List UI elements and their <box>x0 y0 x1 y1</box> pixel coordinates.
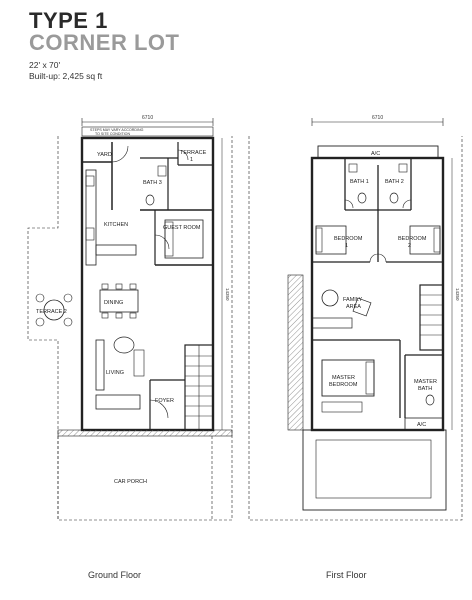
ff-label-bedroom1-num: 1 <box>345 243 348 249</box>
ff-label-bath2: BATH 2 <box>385 179 404 185</box>
gf-label-kitchen: KITCHEN <box>104 222 128 228</box>
type-title: TYPE 1 <box>29 8 108 33</box>
specs-block: 22' x 70' Built-up: 2,425 sq ft <box>29 60 102 82</box>
gf-label-yard: YARD <box>97 152 112 158</box>
ground-floor-label: Ground Floor <box>88 570 142 580</box>
gf-label-living: LIVING <box>106 370 124 376</box>
ff-label-bedroom1: BEDROOM <box>334 236 363 242</box>
built-up-area: Built-up: 2,425 sq ft <box>29 71 103 81</box>
gf-label-car-porch: CAR PORCH <box>114 479 147 485</box>
ff-label-master-bath: MASTER <box>414 379 437 385</box>
gf-label-terrace2: TERRACE 2 <box>36 309 67 315</box>
ff-label-ac-top: A/C <box>371 151 380 157</box>
ff-label-bath1: BATH 1 <box>350 179 369 185</box>
gf-depth-dimension: 14350 <box>225 288 230 301</box>
gf-label-foyer: FOYER <box>155 398 174 404</box>
gf-width-dimension: 6710 <box>142 115 153 121</box>
ff-label-family: FAMILY <box>343 297 362 303</box>
ff-depth-dimension: 14350 <box>455 288 460 301</box>
ff-width-dimension: 6710 <box>372 115 383 121</box>
ff-label-master-bedroom: MASTER <box>332 375 355 381</box>
ff-label-master-bath-2: BATH <box>418 386 432 392</box>
lot-title: CORNER LOT <box>29 30 180 55</box>
ff-label-bedroom2-num: 2 <box>408 243 411 249</box>
steps-note-line2: TO SITE CONDITION <box>95 132 130 136</box>
gf-label-terrace1-num: 1 <box>190 157 193 163</box>
ff-label-ac-bottom: A/C <box>417 422 426 428</box>
gf-label-guest-room: GUEST ROOM <box>163 225 201 231</box>
first-floor-label: First Floor <box>326 570 367 580</box>
steps-note-line1: STEPS MAY VARY ACCORDING <box>90 128 144 132</box>
gf-label-dining: DINING <box>104 300 123 306</box>
first-floor-plan: 6710 <box>248 115 463 521</box>
ff-label-bedroom2: BEDROOM <box>398 236 427 242</box>
ground-floor-plan: 6710 STEPS MAY VARY ACCORDING TO SITE CO… <box>27 115 233 521</box>
gf-label-bath3: BATH 3 <box>143 180 162 186</box>
ff-label-master-bedroom-2: BEDROOM <box>329 382 358 388</box>
gf-label-terrace1: TERRACE <box>180 150 207 156</box>
lot-size: 22' x 70' <box>29 60 61 70</box>
ff-label-family-2: AREA <box>346 304 361 310</box>
